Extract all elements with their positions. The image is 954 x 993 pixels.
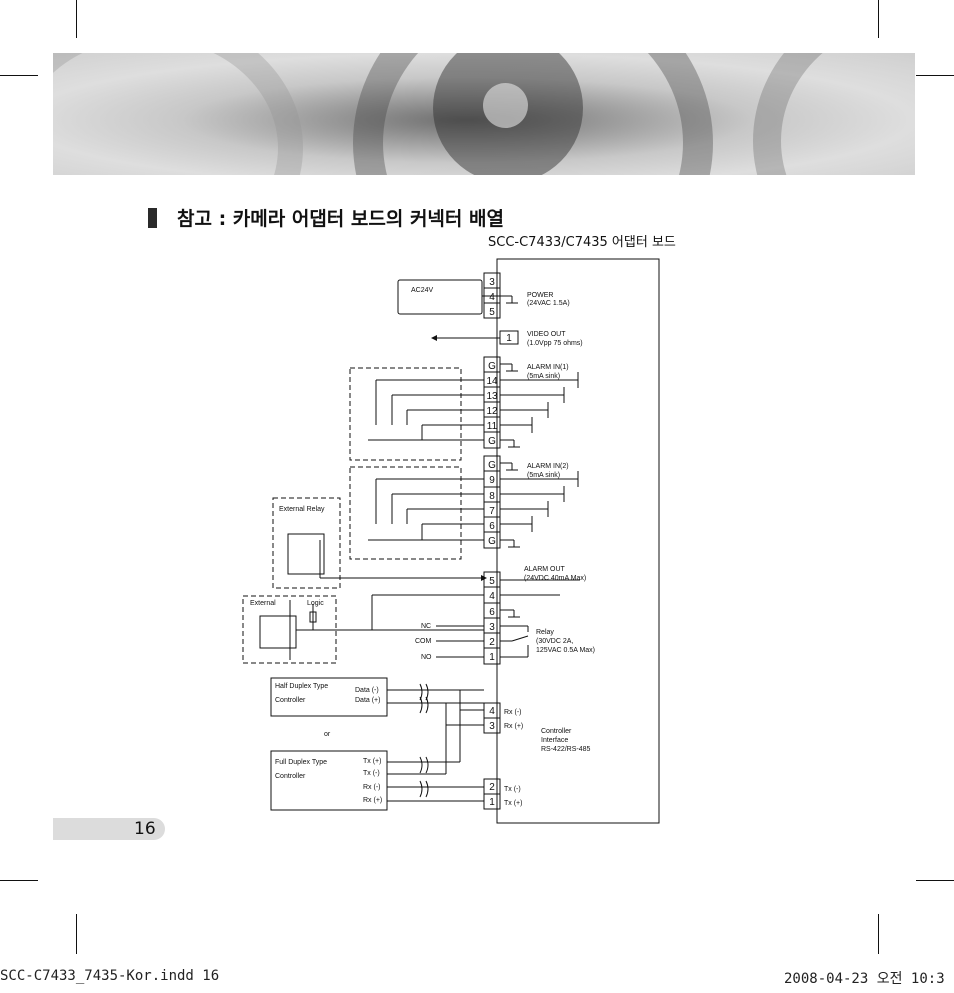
crop-mark [76, 914, 77, 954]
tx-minus-label: Tx (-) [363, 770, 380, 777]
section-title-text: 참고 : 카메라 어댑터 보드의 커넥터 배열 [177, 208, 504, 230]
pin-alarm1-g: G [488, 361, 496, 372]
alarm-out-spec: (24VDC 40mA Max) [524, 575, 586, 582]
pin-rx-minus-label: Rx (-) [504, 709, 522, 716]
video-out-label: VIDEO OUT [527, 331, 566, 338]
pin-out-4: 4 [489, 591, 495, 602]
crop-mark [76, 0, 77, 38]
pin-tx-1: 1 [489, 797, 495, 808]
pin-alarm1-g2: G [488, 436, 496, 447]
pin-out-5: 5 [489, 576, 495, 587]
relay-label: Relay [536, 629, 554, 636]
pin-tx-plus-label: Tx (+) [504, 800, 522, 807]
alarm-in1-spec: (5mA sink) [527, 373, 560, 380]
pin-out-3: 3 [489, 622, 495, 633]
logic-label: Logic [307, 600, 324, 607]
alarm-in2-label: ALARM IN(2) [527, 463, 569, 470]
data-minus-label: Data (-) [355, 687, 379, 694]
pin-alarm2-9: 9 [489, 475, 495, 486]
full-duplex-controller: Controller [275, 773, 306, 780]
rx-plus-label: Rx (+) [363, 797, 382, 804]
relay-spec-1: (30VDC 2A, [536, 638, 573, 645]
section-title: 참고 : 카메라 어댑터 보드의 커넥터 배열 [148, 204, 504, 231]
ac24v-label: AC24V [411, 287, 434, 294]
pin-alarm2-g: G [488, 460, 496, 471]
section-marker [148, 207, 157, 228]
controller-interface-2: Interface [541, 737, 568, 744]
page-number: 16 [134, 819, 156, 839]
pin-tx-2: 2 [489, 782, 495, 793]
pin-alarm1-12: 12 [486, 406, 498, 417]
nc-label: NC [421, 623, 431, 630]
controller-interface-1: Controller [541, 728, 572, 735]
adapter-board-outline [496, 258, 660, 824]
crop-mark [0, 880, 38, 881]
alarm-in1-label: ALARM IN(1) [527, 364, 569, 371]
half-duplex-label: Half Duplex Type [275, 683, 328, 690]
pin-rx-4: 4 [489, 706, 495, 717]
board-title: SCC-C7433/C7435 어댑터 보드 [488, 235, 676, 250]
crop-mark [916, 75, 954, 76]
power-label: POWER [527, 292, 553, 299]
pin-power-5: 5 [489, 307, 495, 318]
com-label: COM [415, 638, 432, 645]
pin-alarm2-8: 8 [489, 491, 495, 502]
power-spec: (24VAC 1.5A) [527, 300, 570, 307]
or-label: or [324, 731, 331, 738]
pin-alarm1-13: 13 [486, 391, 498, 402]
pin-alarm1-14: 14 [486, 376, 498, 387]
pin-video-1: 1 [506, 333, 512, 344]
pin-tx-minus-label: Tx (-) [504, 786, 521, 793]
crop-mark [878, 0, 879, 38]
rx-minus-label: Rx (-) [363, 784, 381, 791]
pin-out-2: 2 [489, 637, 495, 648]
pin-out-6: 6 [489, 607, 495, 618]
no-label: NO [421, 654, 432, 661]
full-duplex-label: Full Duplex Type [275, 759, 327, 766]
header-banner-image [53, 53, 915, 175]
tx-plus-label: Tx (+) [363, 758, 381, 765]
footer-timestamp: 2008-04-23 오전 10:3 [784, 971, 945, 987]
pin-alarm2-7: 7 [489, 506, 495, 517]
crop-mark [0, 75, 38, 76]
external-relay-label: External Relay [279, 506, 325, 513]
pin-power-3: 3 [489, 277, 495, 288]
footer-file: SCC-C7433_7435-Kor.indd 16 [0, 968, 220, 984]
pin-power-4: 4 [489, 292, 495, 303]
pin-out-1: 1 [489, 652, 495, 663]
pin-rx-plus-label: Rx (+) [504, 723, 523, 730]
pin-rx-3: 3 [489, 721, 495, 732]
video-out-spec: (1.0Vpp 75 ohms) [527, 340, 583, 347]
alarm-out-label: ALARM OUT [524, 566, 566, 573]
pin-alarm2-g2: G [488, 536, 496, 547]
half-duplex-controller: Controller [275, 697, 306, 704]
alarm-in2-spec: (5mA sink) [527, 472, 560, 479]
pin-alarm1-11: 11 [487, 421, 498, 432]
crop-mark [916, 880, 954, 881]
pin-alarm2-6: 6 [489, 521, 495, 532]
relay-spec-2: 125VAC 0.5A Max) [536, 647, 595, 654]
crop-mark [878, 914, 879, 954]
external-label: External [250, 600, 276, 607]
data-plus-label: Data (+) [355, 697, 380, 704]
controller-interface-3: RS-422/RS-485 [541, 746, 591, 753]
page-number-tab [53, 818, 165, 840]
